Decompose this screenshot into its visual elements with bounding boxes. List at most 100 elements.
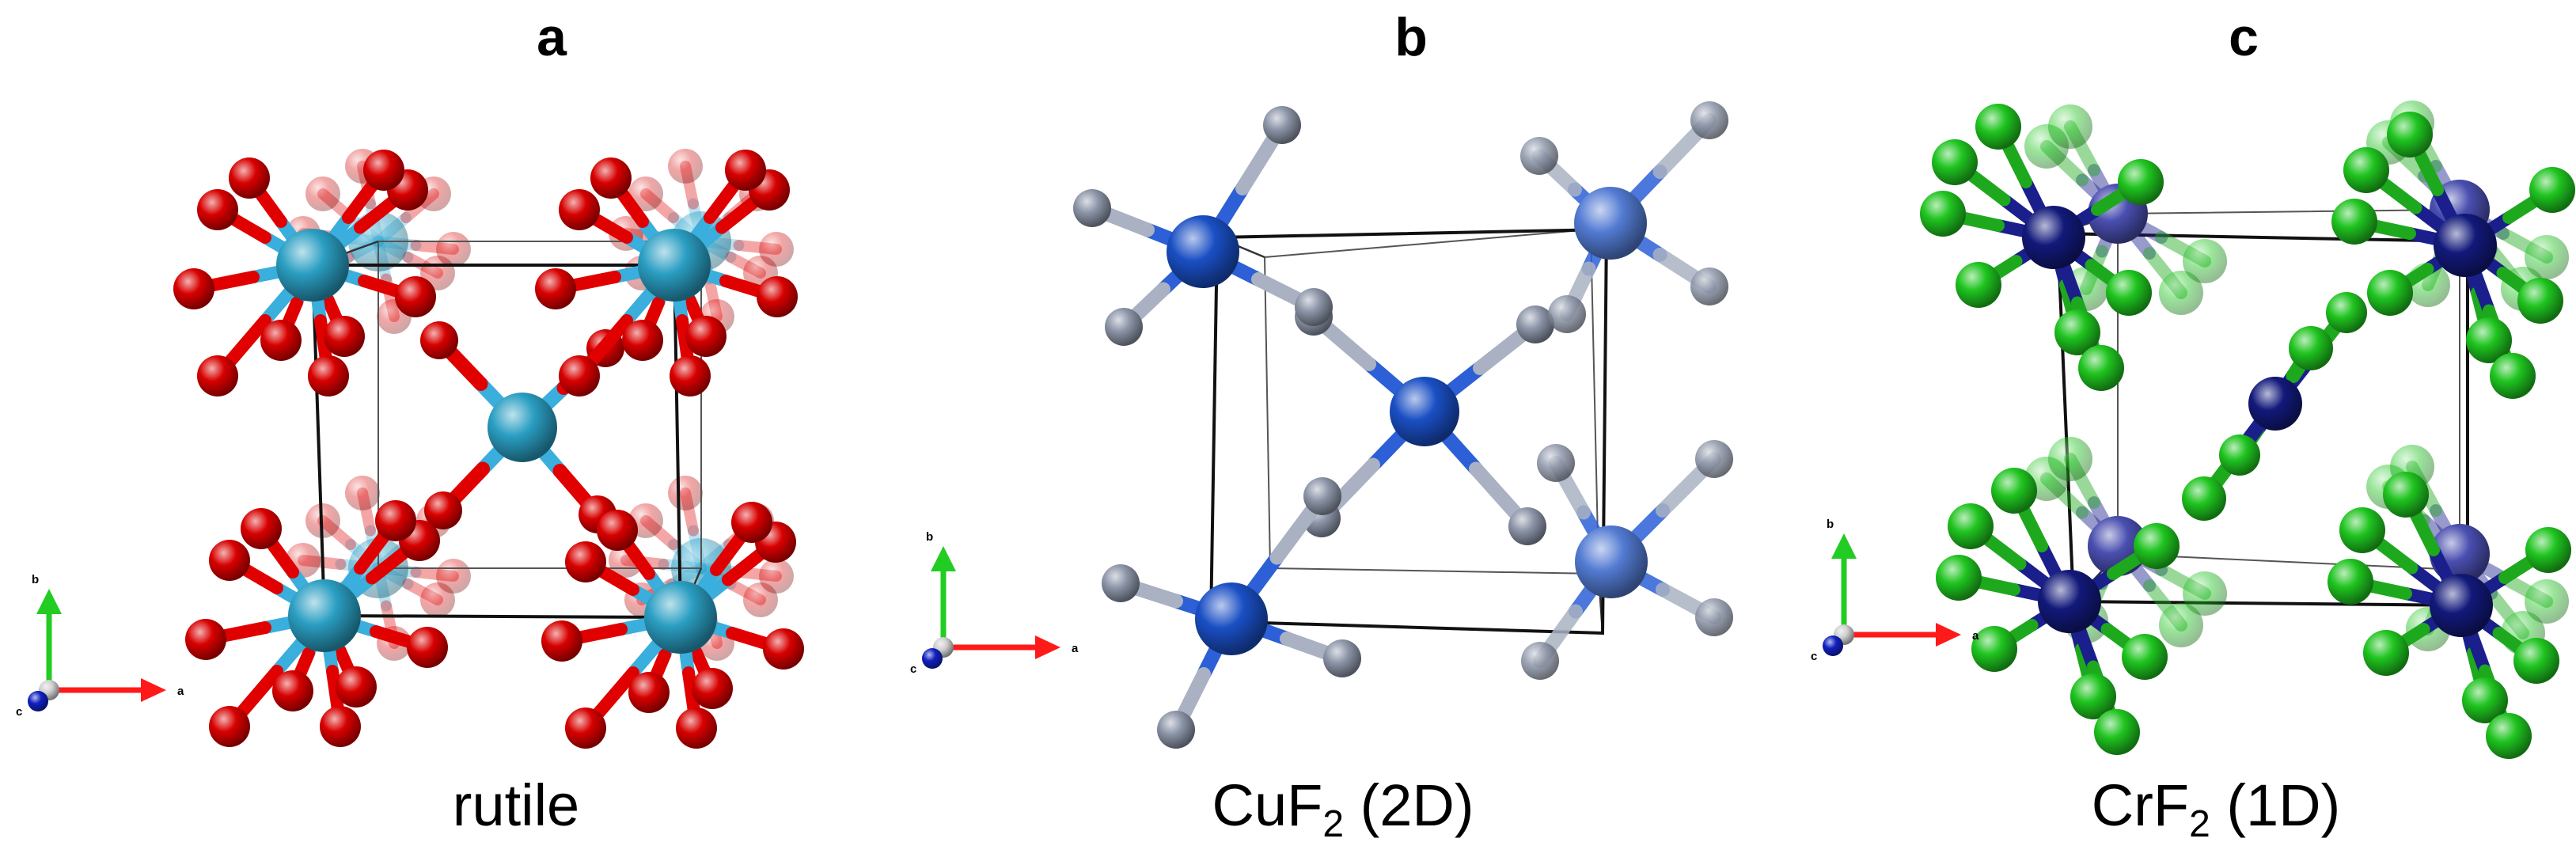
fluorine-atom (1936, 555, 1982, 601)
fluorine-atom (1323, 639, 1361, 677)
b-axis-arrowhead (36, 589, 62, 614)
fluorine-atom (2094, 709, 2140, 755)
fluorine-atom (2490, 353, 2536, 399)
oxygen-atom (420, 321, 458, 359)
chromium-atom (2434, 214, 2497, 277)
oxygen-atom (272, 670, 313, 711)
oxygen-atom (424, 491, 462, 529)
panel-c-structure: bac (1811, 101, 2575, 759)
panel-a-structure: b a c (16, 149, 804, 749)
fluorine-atom (2525, 527, 2571, 573)
copper-atom (1574, 187, 1647, 260)
fluorine-atom (2383, 472, 2429, 518)
titanium-atom (488, 393, 557, 462)
panel-b-caption-main: CuF (1212, 772, 1323, 838)
fluorine-atom (1520, 137, 1558, 175)
fluorine-atom (2328, 559, 2373, 605)
oxygen-atom (173, 268, 214, 309)
oxygen-atom (692, 668, 733, 709)
oxygen-atom (731, 502, 772, 543)
oxygen-atom (324, 316, 365, 357)
a-axis-arrowhead (1936, 623, 1961, 647)
panel-a-caption-main: rutile (452, 772, 580, 838)
faded-oxygen-atom (668, 149, 703, 184)
fluorine-atom (2339, 507, 2385, 553)
a-axis-label: a (1072, 642, 1079, 655)
oxygen-atom (597, 510, 638, 551)
c-axis-label: c (16, 705, 22, 719)
panel-b-structure: bac (910, 101, 1733, 749)
fluorine-atom (1073, 189, 1111, 227)
b-axis-label: b (1827, 518, 1834, 531)
b-axis-arrowhead (931, 546, 956, 571)
oxygen-atom (541, 620, 582, 662)
oxygen-atom (241, 508, 282, 549)
oxygen-atom (197, 355, 238, 396)
oxygen-atom (622, 320, 663, 361)
fluorine-atom (2070, 673, 2116, 719)
oxygen-atom (320, 706, 361, 747)
fluorine-atom (1975, 104, 2021, 150)
fluorine-atom (2122, 634, 2168, 680)
copper-atom (1390, 377, 1459, 446)
oxygen-atom (590, 157, 632, 199)
panel-c-caption-main: CrF (2091, 772, 2190, 838)
a-axis-arrowhead (141, 678, 166, 702)
oxygen-atom (535, 268, 576, 309)
fluorine-atom (1932, 139, 1978, 185)
oxygen-atom (565, 541, 606, 582)
oxygen-atom (363, 150, 404, 191)
titanium-atom (638, 229, 711, 302)
faded-fluorine-atom (2048, 104, 2092, 149)
faded-fluorine-atom (2159, 271, 2203, 315)
fluorine-atom (2134, 523, 2180, 569)
c-axis-sphere (28, 691, 48, 711)
oxygen-atom (670, 355, 711, 396)
fluorine-atom (2462, 677, 2508, 723)
fluorine-atom (2106, 270, 2152, 316)
oxygen-atom (260, 320, 302, 361)
oxygen-atom (725, 150, 766, 191)
c-axis-label: c (910, 662, 916, 676)
oxygen-atom (209, 706, 250, 747)
fluorine-atom (2289, 326, 2333, 370)
oxygen-atom (395, 276, 436, 317)
faded-fluorine-atom (2048, 437, 2092, 481)
panel-c-caption-subscript: 2 (2189, 803, 2210, 845)
fluorine-atom (1971, 626, 2017, 672)
fluorine-atom (1102, 564, 1140, 602)
oxygen-atom (685, 316, 727, 357)
panel-a-caption: rutile (453, 772, 579, 839)
oxygen-atom (763, 628, 804, 670)
fluorine-atom (2219, 434, 2260, 476)
fluorine-atom (1537, 444, 1575, 482)
oxygen-atom (375, 500, 416, 541)
faded-fluorine-atom (2525, 579, 2569, 624)
panel-b-caption-subscript: 2 (1322, 803, 1345, 845)
panel-b-letter: b (1394, 7, 1428, 67)
fluorine-atom (2182, 476, 2226, 521)
oxygen-atom (197, 189, 238, 230)
oxygen-atom (229, 157, 270, 199)
faded-oxygen-atom (305, 503, 340, 538)
fluorine-atom (1548, 295, 1586, 333)
oxygen-atom (209, 540, 250, 581)
b-axis-label: b (32, 573, 39, 586)
faded-oxygen-atom (628, 176, 663, 211)
fluorine-atom (1690, 267, 1728, 305)
copper-atom (1195, 582, 1268, 655)
fluorine-atom (2517, 278, 2563, 324)
fluorine-atom (1105, 308, 1143, 346)
fluorine-atom (1948, 503, 1994, 549)
fluorine-atom (1521, 642, 1559, 680)
panel-b-caption: CuF2 (2D) (1212, 772, 1474, 846)
faded-oxygen-atom (345, 476, 380, 510)
faded-oxygen-atom (436, 232, 471, 267)
fluorine-atom (1157, 711, 1195, 749)
oxygen-atom (308, 355, 349, 396)
panel-c-caption: CrF2 (1D) (2092, 772, 2340, 846)
oxygen-atom (185, 619, 226, 660)
fluorine-atom (2387, 112, 2433, 157)
c-axis-label: c (1811, 650, 1817, 663)
a-axis-label: a (177, 685, 184, 698)
